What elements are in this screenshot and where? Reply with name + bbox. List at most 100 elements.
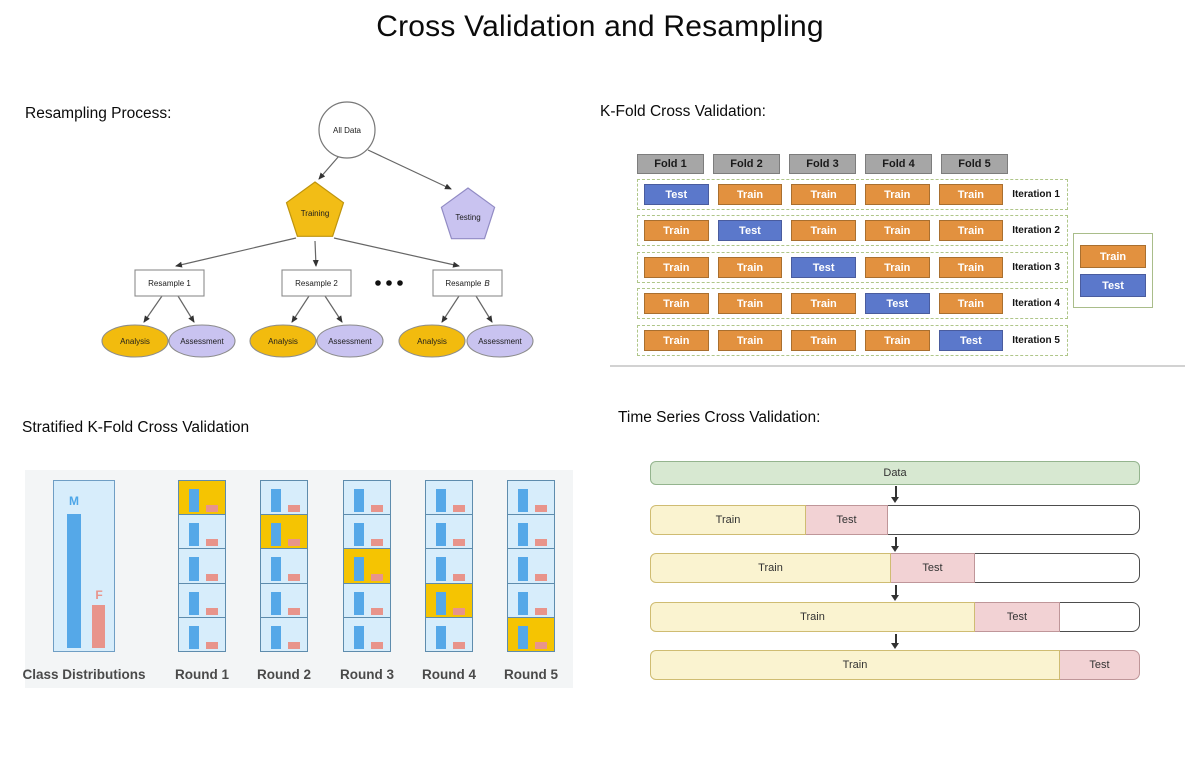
all-data-node <box>318 101 376 159</box>
iteration-label: Iteration 2 <box>1012 225 1060 236</box>
fold-header: Fold 2 <box>713 154 780 174</box>
flowchart-arrows <box>143 149 493 323</box>
iteration-row-3: Train Train Test Train Train Iteration 3 <box>637 252 1068 283</box>
class-distribution-box: M F <box>53 480 115 652</box>
stratified-cell <box>507 582 555 618</box>
resample-1-label: Resample 1 <box>148 279 191 288</box>
testing-node <box>440 187 496 240</box>
fold-header: Fold 5 <box>941 154 1008 174</box>
stratified-cell <box>260 616 308 653</box>
kfold-cell: Train <box>938 293 1004 314</box>
stratified-heading: Stratified K-Fold Cross Validation <box>22 419 250 436</box>
train-segment: Train <box>650 650 1060 680</box>
stratified-cell <box>178 480 226 516</box>
legend-train-swatch: Train <box>1080 245 1146 268</box>
stratified-cell <box>425 480 473 516</box>
legend-test-swatch: Test <box>1080 274 1146 297</box>
round-column-5 <box>507 480 555 653</box>
stratified-cell <box>343 480 391 516</box>
resample-1-node <box>134 269 205 297</box>
section-divider <box>610 365 1185 367</box>
training-label: Training <box>301 209 330 218</box>
round-label: Round 1 <box>175 667 229 682</box>
analysis-label: Analysis <box>120 337 150 346</box>
kfold-cell: Train <box>791 330 856 351</box>
testing-label: Testing <box>455 213 480 222</box>
iteration-label: Iteration 3 <box>1012 262 1060 273</box>
kfold-cell: Train <box>791 220 856 241</box>
fold-header: Fold 4 <box>865 154 932 174</box>
stratified-cell <box>343 616 391 653</box>
stratified-cell <box>425 582 473 618</box>
stratified-cell <box>507 480 555 516</box>
assessment-label: Assessment <box>180 337 224 346</box>
kfold-cell: Train <box>938 184 1004 205</box>
resampling-heading: Resampling Process: <box>25 105 172 122</box>
resample-2-node <box>281 269 352 297</box>
timeseries-row-2: Train Test <box>650 553 1140 583</box>
stratified-cell <box>178 616 226 653</box>
stratified-cell <box>425 514 473 550</box>
timeseries-heading: Time Series Cross Validation: <box>618 409 821 426</box>
female-bar <box>92 605 105 648</box>
stratified-cell <box>425 616 473 653</box>
kfold-cell: Test <box>938 330 1004 351</box>
stratified-cell <box>260 548 308 584</box>
round-column-2 <box>260 480 308 653</box>
round-label: Round 4 <box>422 667 476 682</box>
page-title: Cross Validation and Resampling <box>376 10 824 43</box>
stratified-cell <box>260 480 308 516</box>
kfold-cell: Train <box>717 257 783 278</box>
kfold-cell: Train <box>864 330 930 351</box>
analysis-label: Analysis <box>268 337 298 346</box>
test-segment: Test <box>891 553 975 583</box>
analysis-node <box>101 324 169 358</box>
iteration-row-5: Train Train Train Train Test Iteration 5 <box>637 325 1068 356</box>
kfold-cell: Test <box>791 257 856 278</box>
stratified-cell <box>425 548 473 584</box>
round-label: Round 3 <box>340 667 394 682</box>
test-segment: Test <box>975 602 1060 632</box>
unused-segment <box>1060 602 1140 632</box>
iteration-label: Iteration 4 <box>1012 298 1060 309</box>
unused-segment <box>975 553 1140 583</box>
round-label: Round 5 <box>504 667 558 682</box>
iteration-row-2: Train Test Train Train Train Iteration 2 <box>637 215 1068 246</box>
kfold-cell: Train <box>791 293 856 314</box>
iteration-row-1: Test Train Train Train Train Iteration 1 <box>637 179 1068 210</box>
train-segment: Train <box>650 602 975 632</box>
training-node <box>285 181 345 237</box>
resample-2-label: Resample 2 <box>295 279 338 288</box>
assessment-node <box>168 324 236 358</box>
male-bar <box>67 514 81 648</box>
kfold-cell: Test <box>644 184 709 205</box>
kfold-cell: Train <box>717 184 783 205</box>
resample-b-node <box>432 269 503 297</box>
stratified-cell <box>260 514 308 550</box>
down-arrow <box>891 537 900 552</box>
timeseries-row-4: Train Test <box>650 650 1140 680</box>
round-column-1 <box>178 480 226 653</box>
test-segment: Test <box>806 505 888 535</box>
ellipsis-dots <box>375 280 403 286</box>
kfold-cell: Train <box>644 330 709 351</box>
stratified-cell <box>507 548 555 584</box>
analysis-label: Analysis <box>417 337 447 346</box>
round-label: Round 2 <box>257 667 311 682</box>
kfold-cell: Train <box>717 330 783 351</box>
assessment-label: Assessment <box>328 337 372 346</box>
stratified-cell <box>260 582 308 618</box>
kfold-cell: Train <box>644 293 709 314</box>
kfold-cell: Train <box>864 184 930 205</box>
all-data-label: All Data <box>333 126 362 135</box>
round-column-3 <box>343 480 391 653</box>
down-arrow <box>891 634 900 649</box>
kfold-cell: Test <box>864 293 930 314</box>
kfold-cell: Train <box>791 184 856 205</box>
stratified-cell <box>507 514 555 550</box>
round-column-4 <box>425 480 473 653</box>
female-class-label: F <box>95 588 103 602</box>
kfold-cell: Train <box>644 220 709 241</box>
